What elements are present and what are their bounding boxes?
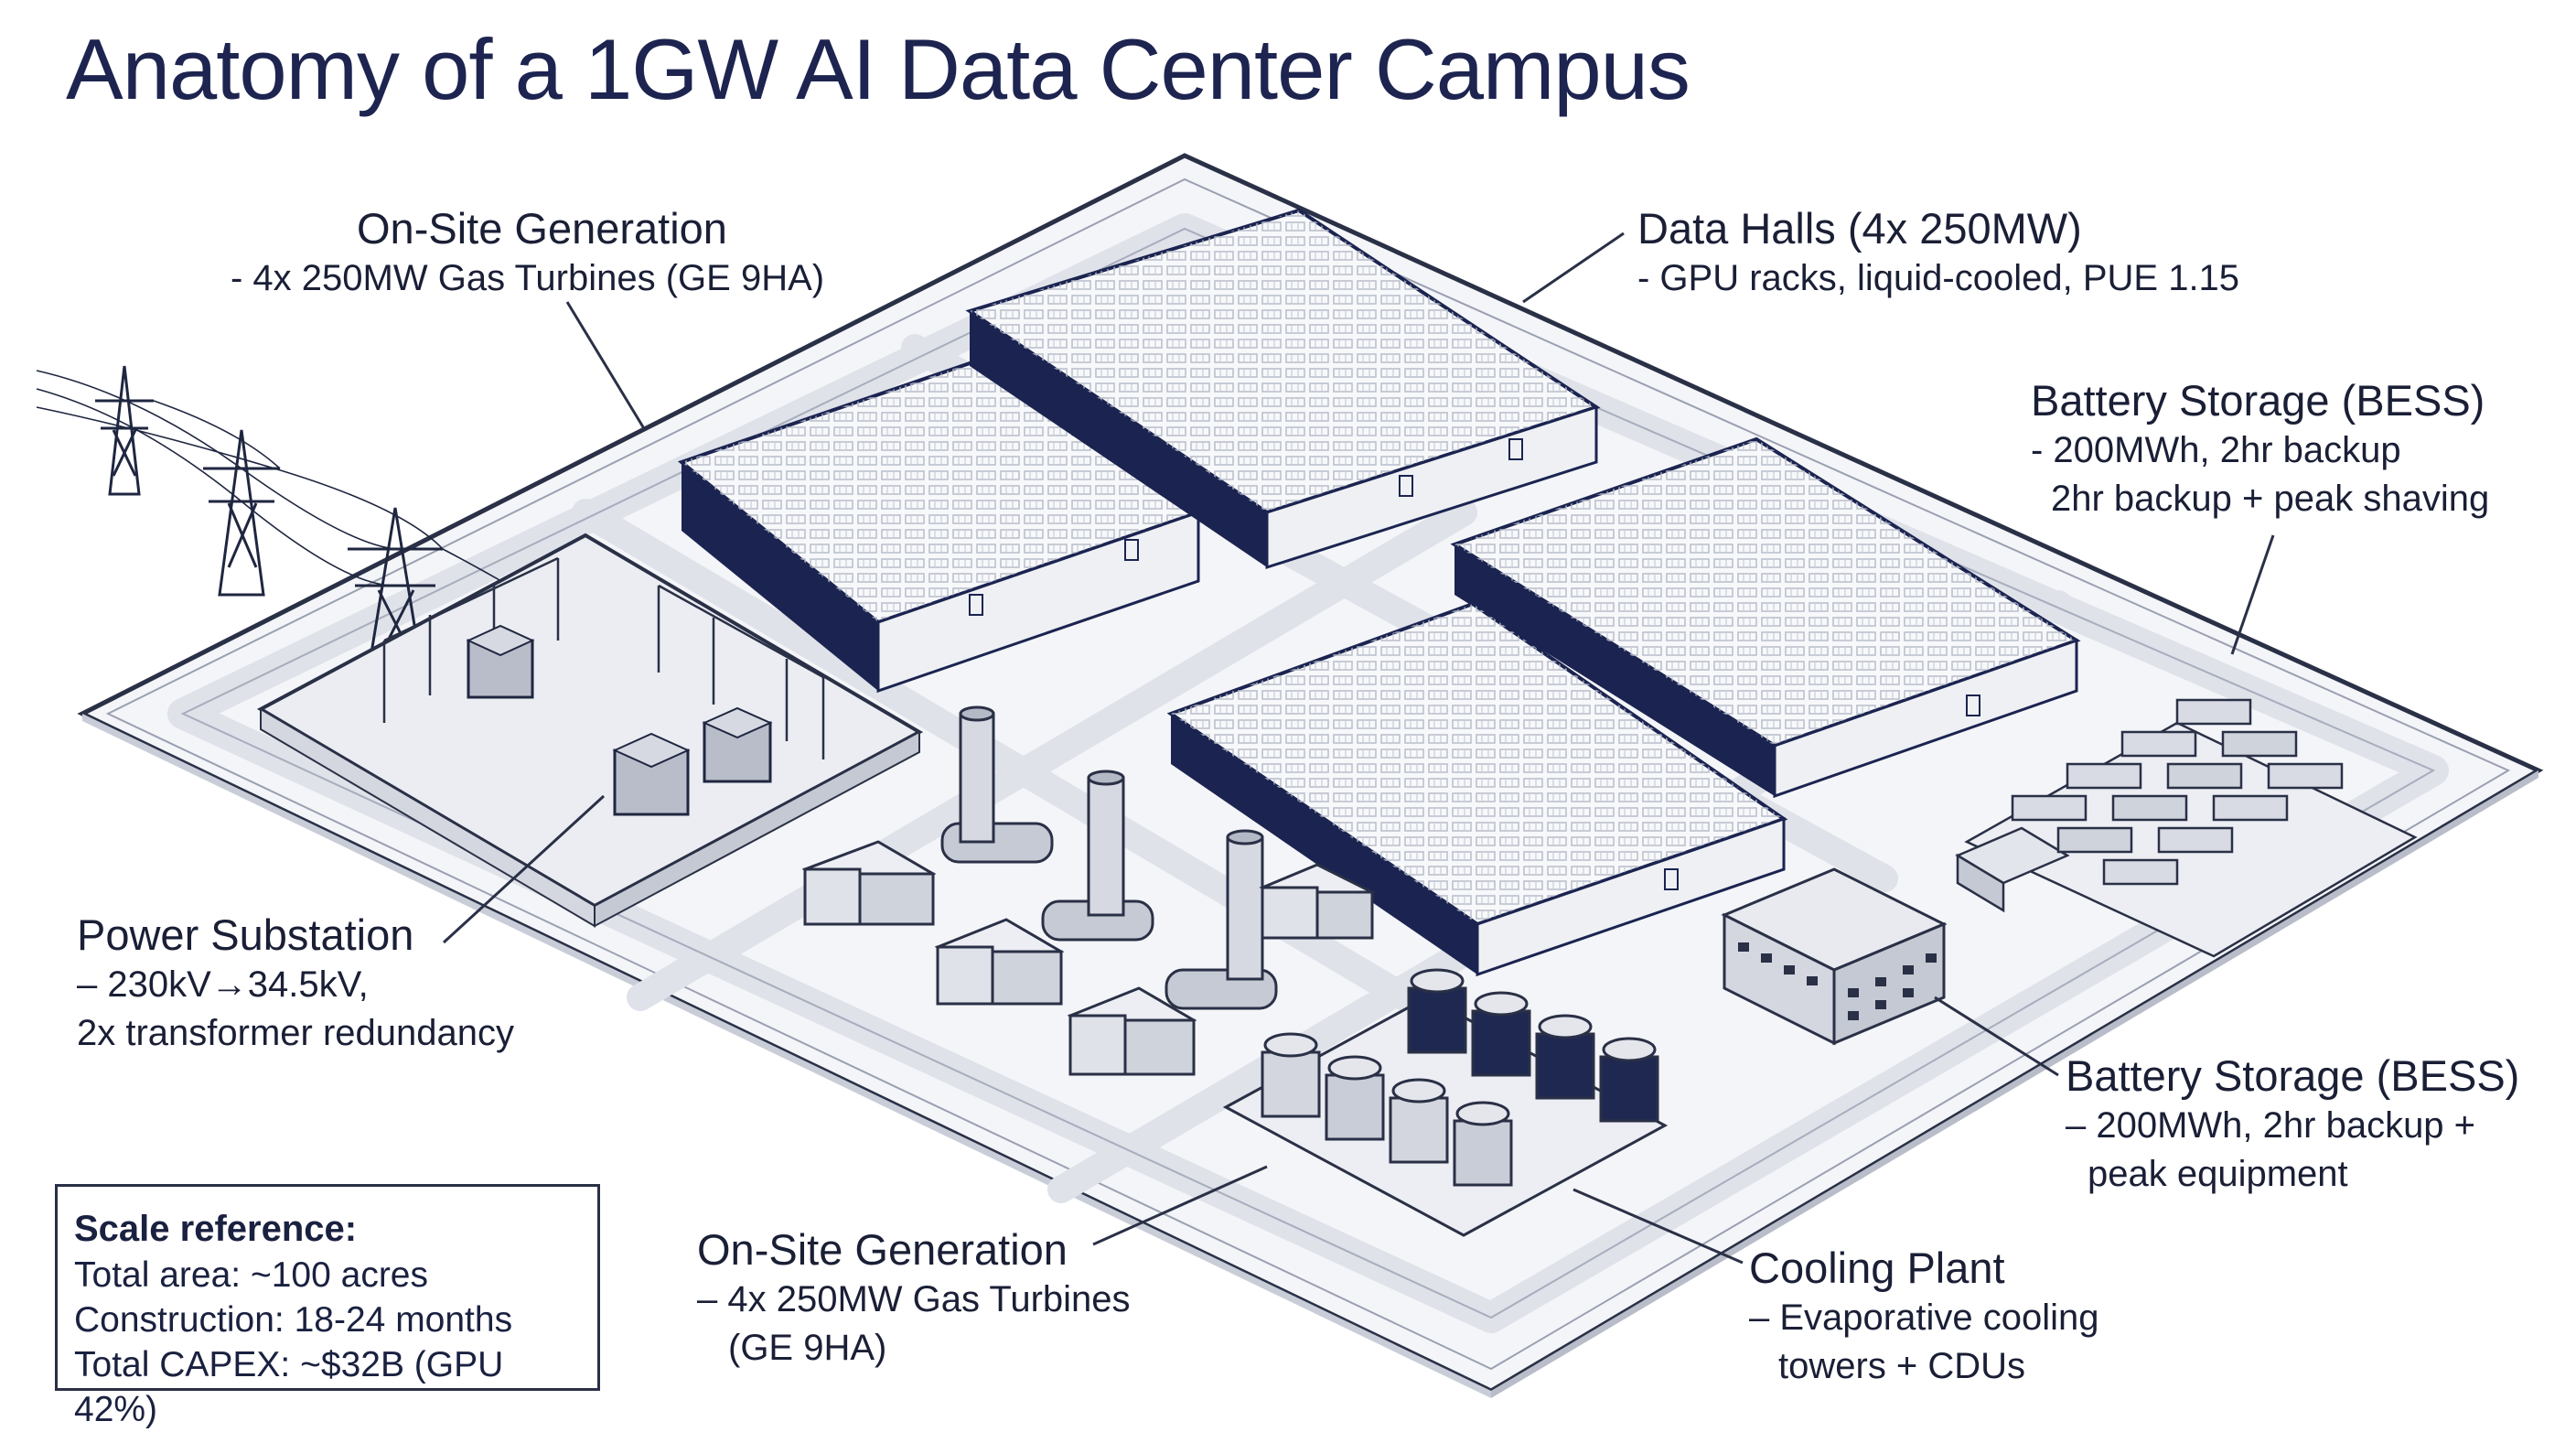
scale-reference-heading: Scale reference:: [74, 1209, 358, 1249]
callout-heading: Battery Storage (BESS): [2066, 1051, 2520, 1100]
data-hall-3: [1450, 436, 2081, 799]
scale-reference-box: Scale reference: Total area: ~100 acres …: [55, 1184, 600, 1429]
callout-line: 2x transformer redundancy: [77, 1013, 515, 1053]
callout-onsite-generation-bottom: On-Site Generation – 4x 250MW Gas Turbin…: [697, 1224, 1131, 1373]
callout-power-substation: Power Substation – 230kV→34.5kV, 2x tran…: [77, 910, 514, 1058]
callout-battery-storage-bottom: Battery Storage (BESS) – 200MWh, 2hr bac…: [2066, 1050, 2519, 1199]
transformer-2: [612, 732, 691, 816]
callout-line: - 4x 250MW Gas Turbines (GE 9HA): [231, 258, 825, 298]
cooling-plant: [1222, 968, 1669, 1237]
scale-reference-line: Total CAPEX: ~$32B (GPU 42%): [74, 1345, 504, 1429]
battery-storage: [1955, 698, 2418, 958]
turbine-1: [801, 705, 1054, 926]
callout-heading: Battery Storage (BESS): [2031, 376, 2485, 425]
tower-2: [203, 429, 280, 597]
callout-line: – Evaporative cooling: [1749, 1297, 2099, 1338]
callout-data-halls: Data Halls (4x 250MW) - GPU racks, liqui…: [1637, 203, 2239, 303]
scale-reference-line: Total area: ~100 acres: [74, 1255, 428, 1295]
callout-line: – 200MWh, 2hr backup +: [2066, 1105, 2476, 1146]
leader-lines: [442, 231, 2275, 1265]
scale-reference-line: Construction: 18-24 months: [74, 1300, 513, 1340]
tower-1: [95, 365, 154, 496]
callout-line: (GE 9HA): [728, 1328, 887, 1368]
cooling-tower-row-b: [1407, 968, 1659, 1123]
power-substation: [256, 533, 924, 928]
callout-line: - 200MWh, 2hr backup: [2031, 430, 2401, 470]
callout-line: 2hr backup + peak shaving: [2051, 479, 2490, 519]
callout-battery-storage-top: Battery Storage (BESS) - 200MWh, 2hr bac…: [2031, 375, 2489, 523]
callout-heading: Data Halls (4x 250MW): [1637, 204, 2082, 253]
turbine-4: [1259, 863, 1376, 940]
callout-cooling-plant: Cooling Plant – Evaporative cooling towe…: [1749, 1243, 2098, 1391]
bess-container-row-1: [2011, 698, 2252, 822]
callout-line: towers + CDUs: [1778, 1346, 2026, 1386]
gas-turbines: [801, 705, 1376, 1076]
callout-line: peak equipment: [2088, 1154, 2348, 1194]
page-title: Anatomy of a 1GW AI Data Center Campus: [66, 21, 1690, 117]
transformer-3: [702, 706, 773, 783]
callout-line: – 230kV→34.5kV,: [77, 964, 369, 1005]
callout-line: - GPU racks, liquid-cooled, PUE 1.15: [1637, 258, 2240, 298]
callout-onsite-generation-top: On-Site Generation - 4x 250MW Gas Turbin…: [231, 203, 824, 303]
bess-container-row-3: [2102, 762, 2344, 886]
turbine-2: [934, 770, 1154, 1006]
data-hall-4: [1166, 601, 1788, 977]
callout-heading: Power Substation: [77, 910, 414, 959]
control-building: [1721, 867, 1948, 1046]
turbine-3: [1067, 829, 1278, 1076]
data-hall-2: [965, 208, 1601, 570]
callout-heading: Cooling Plant: [1749, 1244, 2005, 1292]
callout-heading: On-Site Generation: [357, 204, 727, 253]
callout-line: – 4x 250MW Gas Turbines: [697, 1279, 1131, 1319]
transformer-1: [466, 624, 535, 699]
bess-container-row-2: [2056, 730, 2298, 854]
callout-heading: On-Site Generation: [697, 1225, 1068, 1274]
cooling-tower-row-a: [1261, 1032, 1513, 1187]
